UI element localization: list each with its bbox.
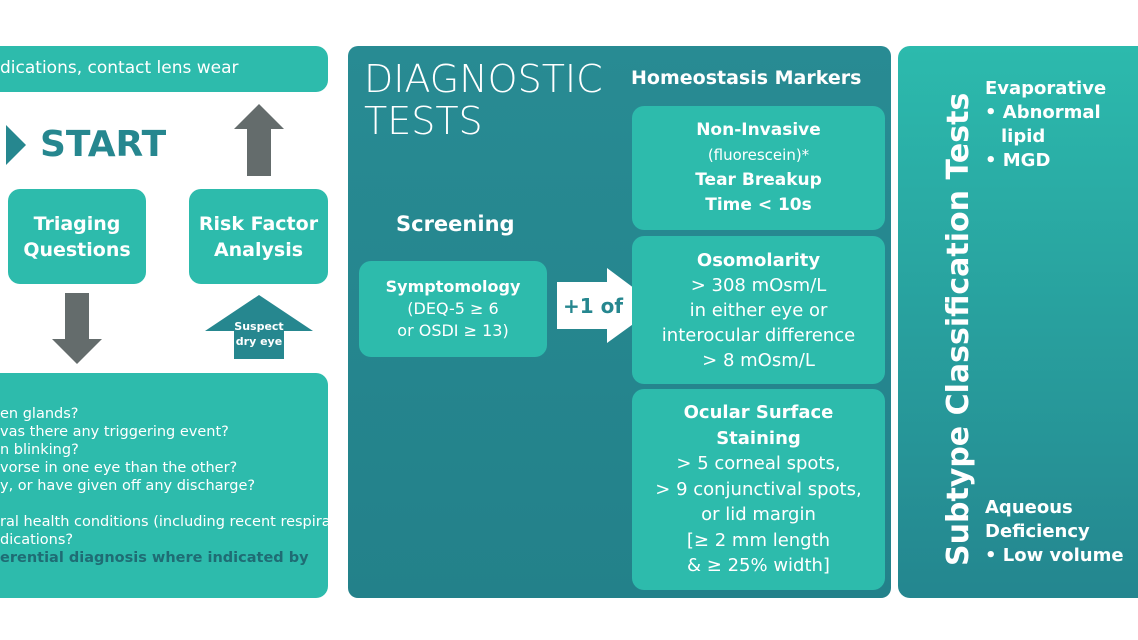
marker-line: > 8 mOsm/L xyxy=(702,349,815,371)
marker-ocular-surface-staining: Ocular Surface Staining > 5 corneal spot… xyxy=(632,389,885,590)
risk-line: Analysis xyxy=(213,238,304,261)
diagnostic-title: DIAGNOSTIC TESTS xyxy=(364,58,603,142)
start-marker: START xyxy=(6,124,166,165)
marker-line: or lid margin xyxy=(701,504,816,526)
evaporative-item: • MGD xyxy=(985,150,1051,171)
history-banner: dications, contact lens wear xyxy=(0,46,328,92)
risk-factor-box: Risk Factor Analysis xyxy=(189,189,328,284)
question-line: vorse in one eye than the other? xyxy=(0,460,238,476)
marker-line: interocular difference xyxy=(661,324,856,346)
symptomology-box: Symptomology (DEQ-5 ≥ 6 or OSDI ≥ 13) xyxy=(359,261,547,357)
triaging-line: Questions xyxy=(23,238,131,261)
symptomology-line: (DEQ-5 ≥ 6 xyxy=(407,299,499,318)
suspect-label: Suspect dry eye xyxy=(220,319,298,349)
suspect-arrow-icon xyxy=(205,295,313,359)
marker-osmolarity: Osomolarity > 308 mOsm/L in either eye o… xyxy=(632,236,885,384)
marker-title: Ocular Surface xyxy=(683,402,834,424)
symptomology-title: Symptomology xyxy=(385,277,521,296)
banner-text: dications, contact lens wear xyxy=(0,58,239,78)
title-line: TESTS xyxy=(364,99,483,143)
screening-label: Screening xyxy=(396,212,515,236)
evaporative-list: Evaporative • Abnormal lipid • MGD xyxy=(985,77,1106,173)
question-line: ral health conditions (including recent … xyxy=(0,514,336,530)
marker-line: > 308 mOsm/L xyxy=(690,274,827,296)
evaporative-title: Evaporative xyxy=(985,78,1107,99)
play-icon xyxy=(6,124,26,165)
arrow-up-icon xyxy=(234,104,284,176)
marker-title: Staining xyxy=(716,427,801,449)
marker-line: in either eye or xyxy=(689,299,828,321)
marker-line: > 9 conjunctival spots, xyxy=(655,478,862,500)
marker-line: > 5 corneal spots, xyxy=(676,453,841,475)
question-line: n blinking? xyxy=(0,442,79,458)
marker-line: Time < 10s xyxy=(705,195,812,215)
homeostasis-title: Homeostasis Markers xyxy=(631,67,862,89)
marker-line: (fluorescein)* xyxy=(707,146,810,164)
subtype-title: Subtype Classification Tests xyxy=(941,92,976,566)
aqueous-item: • Low volume xyxy=(985,545,1124,566)
triaging-line: Triaging xyxy=(33,212,121,235)
evaporative-item: lipid xyxy=(1001,126,1046,147)
question-line: vas there any triggering event? xyxy=(0,424,229,440)
suspect-line: dry eye xyxy=(235,335,283,348)
symptomology-line: or OSDI ≥ 13) xyxy=(397,321,509,340)
differential-diagnosis-line: erential diagnosis where indicated by xyxy=(0,550,309,566)
question-line: en glands? xyxy=(0,406,79,422)
title-line: DIAGNOSTIC xyxy=(364,57,603,101)
suspect-line: Suspect xyxy=(234,320,284,333)
marker-line: [≥ 2 mm length xyxy=(686,529,831,551)
triaging-questions-box: Triaging Questions xyxy=(8,189,146,284)
questions-box: en glands? vas there any triggering even… xyxy=(0,373,336,598)
subtype-panel xyxy=(898,46,1138,598)
aqueous-title: Deficiency xyxy=(985,521,1090,542)
start-label: START xyxy=(40,124,167,165)
marker-title: Non-Invasive xyxy=(696,120,821,140)
marker-line: Tear Breakup xyxy=(695,170,822,190)
plus-one-label: +1 of xyxy=(563,294,624,318)
aqueous-list: Aqueous Deficiency • Low volume xyxy=(985,496,1124,568)
question-line: dications? xyxy=(0,532,74,548)
marker-tear-breakup: Non-Invasive (fluorescein)* Tear Breakup… xyxy=(632,106,885,230)
evaporative-item: • Abnormal xyxy=(985,102,1101,123)
aqueous-title: Aqueous xyxy=(985,497,1073,518)
marker-line: & ≥ 25% width] xyxy=(687,555,830,577)
question-line: y, or have given off any discharge? xyxy=(0,478,256,494)
marker-title: Osomolarity xyxy=(696,249,821,271)
arrow-down-icon xyxy=(52,293,102,364)
risk-line: Risk Factor xyxy=(198,212,319,235)
